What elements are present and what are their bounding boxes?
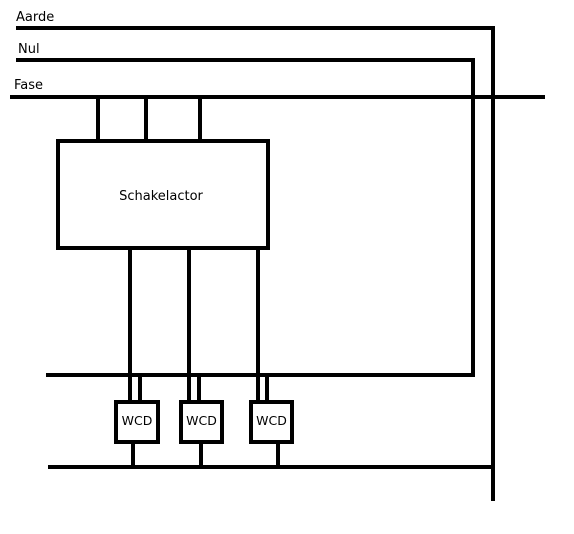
fase-label: Fase <box>14 78 43 93</box>
contactor-box <box>56 139 270 250</box>
wcd-box-3 <box>249 400 294 444</box>
wcd-label-2: WCD <box>186 413 217 428</box>
wcd-label-1: WCD <box>122 413 153 428</box>
wcd-label-3: WCD <box>256 413 287 428</box>
nul-label: Nul <box>18 42 40 57</box>
wcd-box-1 <box>114 400 160 444</box>
contactor-label: Schakelactor <box>119 189 203 204</box>
aarde-label: Aarde <box>16 10 54 25</box>
wcd-box-2 <box>179 400 224 444</box>
